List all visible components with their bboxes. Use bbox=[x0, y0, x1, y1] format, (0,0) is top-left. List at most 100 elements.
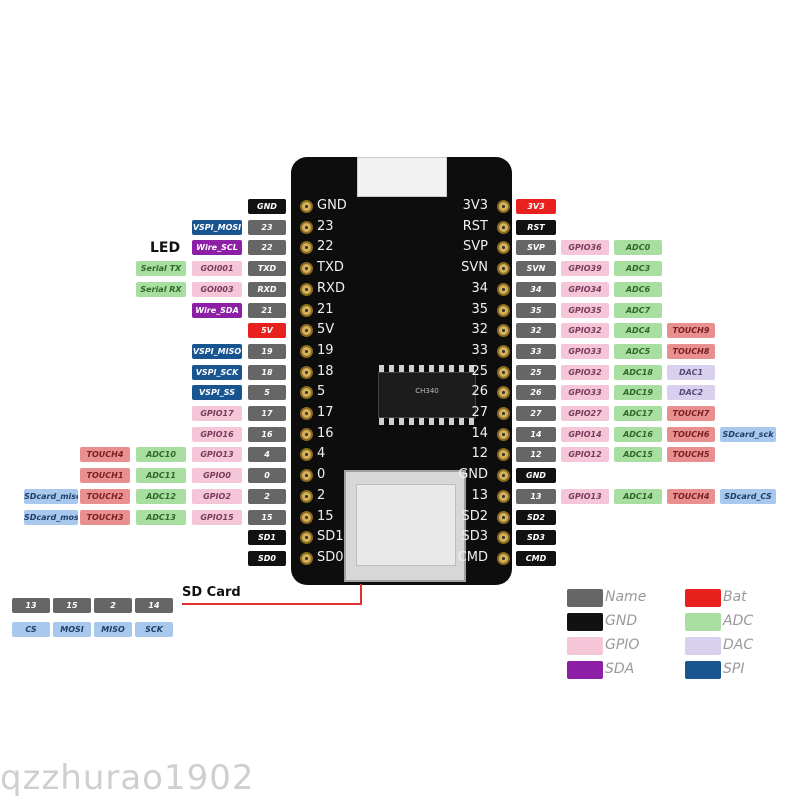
silkscreen-left-pin: 15 bbox=[317, 508, 334, 524]
right-pin-function: GPIO13 bbox=[561, 488, 609, 504]
left-pin-hole bbox=[300, 282, 313, 296]
left-pin-number: 0 bbox=[248, 468, 286, 484]
left-pin-hole bbox=[300, 344, 313, 358]
left-pin-number: 5V bbox=[248, 323, 286, 339]
right-pin-number: 32 bbox=[516, 323, 556, 339]
left-pin-hole bbox=[300, 531, 313, 545]
left-pin-number: RXD bbox=[248, 281, 286, 297]
right-pin-number: SD2 bbox=[516, 509, 556, 525]
silkscreen-right-pin: SD2 bbox=[461, 508, 488, 524]
legend-label-bat: Bat bbox=[723, 589, 747, 605]
right-pin-function: DAC2 bbox=[667, 385, 715, 401]
right-pin-function: TOUCH8 bbox=[667, 343, 715, 359]
right-pin-number: 27 bbox=[516, 406, 556, 421]
silkscreen-right-pin: SD3 bbox=[461, 529, 488, 545]
left-pin-number: 21 bbox=[248, 302, 286, 318]
silkscreen-right-pin: 14 bbox=[471, 425, 488, 441]
right-pin-function: GPIO35 bbox=[561, 302, 609, 318]
left-pin-hole bbox=[300, 241, 313, 255]
silkscreen-left-pin: GND bbox=[317, 198, 347, 213]
left-pin-function: Serial RX bbox=[136, 281, 186, 297]
left-pin-function: Wire_SDA bbox=[192, 302, 242, 318]
left-pin-hole bbox=[300, 489, 313, 503]
silkscreen-right-pin: 26 bbox=[471, 384, 488, 400]
left-pin-hole bbox=[300, 220, 313, 234]
left-pin-function: GOI001 bbox=[192, 261, 242, 277]
legend-swatch-adc bbox=[685, 613, 721, 631]
left-pin-number: SD1 bbox=[248, 530, 286, 546]
right-pin-number: 12 bbox=[516, 447, 556, 463]
right-pin-function: GPIO32 bbox=[561, 323, 609, 339]
right-pin-function: ADC7 bbox=[614, 302, 662, 318]
left-pin-function: SDcard_mosi bbox=[24, 509, 78, 525]
silkscreen-right-pin: 25 bbox=[471, 363, 488, 379]
antenna-area bbox=[357, 157, 447, 197]
left-pin-number: 16 bbox=[248, 426, 286, 442]
legend-label-gpio: GPIO bbox=[605, 637, 640, 653]
left-pin-function: Wire_SCL bbox=[192, 240, 242, 256]
sd-card-pin-function: SCK bbox=[135, 622, 173, 637]
left-pin-hole bbox=[300, 551, 313, 565]
right-pin-number: 35 bbox=[516, 302, 556, 318]
left-pin-function: GPIO15 bbox=[192, 509, 242, 525]
legend-label-spi: SPI bbox=[723, 661, 745, 677]
left-pin-number: 17 bbox=[248, 406, 286, 421]
right-pin-function: GPIO39 bbox=[561, 261, 609, 277]
chip-top-pins bbox=[379, 365, 475, 372]
silkscreen-left-pin: 2 bbox=[317, 487, 326, 503]
left-pin-function: VSPI_SCK bbox=[192, 364, 242, 380]
legend-label-gnd: GND bbox=[605, 613, 638, 629]
left-pin-number: GND bbox=[248, 199, 286, 214]
right-pin-number: SD3 bbox=[516, 530, 556, 546]
right-pin-function: GPIO33 bbox=[561, 385, 609, 401]
left-pin-function: GOI003 bbox=[192, 281, 242, 297]
left-pin-hole bbox=[300, 427, 313, 441]
sd-card-inner bbox=[356, 484, 456, 566]
right-pin-function: GPIO27 bbox=[561, 406, 609, 421]
silkscreen-right-pin: 35 bbox=[471, 301, 488, 317]
right-pin-function: TOUCH4 bbox=[667, 488, 715, 504]
left-pin-hole bbox=[300, 510, 313, 524]
right-pin-function: TOUCH5 bbox=[667, 447, 715, 463]
right-pin-hole bbox=[497, 510, 510, 524]
right-pin-number: RST bbox=[516, 219, 556, 235]
left-pin-function: TOUCH1 bbox=[80, 468, 130, 484]
silkscreen-left-pin: 17 bbox=[317, 405, 334, 420]
silkscreen-left-pin: 0 bbox=[317, 467, 326, 483]
legend-swatch-name bbox=[567, 589, 603, 607]
sd-card-pin-function: CS bbox=[12, 622, 50, 637]
right-pin-hole bbox=[497, 469, 510, 483]
silkscreen-left-pin: 5 bbox=[317, 384, 326, 400]
left-pin-hole bbox=[300, 365, 313, 379]
right-pin-hole bbox=[497, 365, 510, 379]
legend-swatch-gpio bbox=[567, 637, 603, 655]
right-pin-number: 34 bbox=[516, 281, 556, 297]
right-pin-hole bbox=[497, 448, 510, 462]
right-pin-number: SVN bbox=[516, 261, 556, 277]
sd-card-pin-number: 2 bbox=[94, 598, 132, 613]
left-pin-number: 19 bbox=[248, 343, 286, 359]
sd-card-pin-function: MISO bbox=[94, 622, 132, 637]
sd-card-pin-number: 15 bbox=[53, 598, 91, 613]
right-pin-function: GPIO12 bbox=[561, 447, 609, 463]
legend-label-dac: DAC bbox=[723, 637, 754, 653]
left-pin-function: ADC12 bbox=[136, 488, 186, 504]
left-pin-hole bbox=[300, 324, 313, 338]
right-pin-hole bbox=[497, 241, 510, 255]
silkscreen-left-pin: 23 bbox=[317, 218, 334, 234]
left-pin-number: 23 bbox=[248, 219, 286, 235]
legend-label-adc: ADC bbox=[723, 613, 754, 629]
right-pin-hole bbox=[497, 324, 510, 338]
silkscreen-left-pin: 18 bbox=[317, 363, 334, 379]
silkscreen-left-pin: TXD bbox=[317, 260, 344, 276]
left-pin-function: ADC10 bbox=[136, 447, 186, 463]
right-pin-hole bbox=[497, 262, 510, 276]
silkscreen-right-pin: RST bbox=[462, 218, 488, 234]
silkscreen-right-pin: SVP bbox=[463, 239, 488, 255]
left-pin-number: SD0 bbox=[248, 550, 286, 566]
left-pin-number: 18 bbox=[248, 364, 286, 380]
right-pin-function: ADC19 bbox=[614, 385, 662, 401]
silkscreen-right-pin: 32 bbox=[471, 322, 488, 338]
sd-card-label: SD Card bbox=[182, 585, 241, 600]
silkscreen-left-pin: 21 bbox=[317, 301, 334, 317]
